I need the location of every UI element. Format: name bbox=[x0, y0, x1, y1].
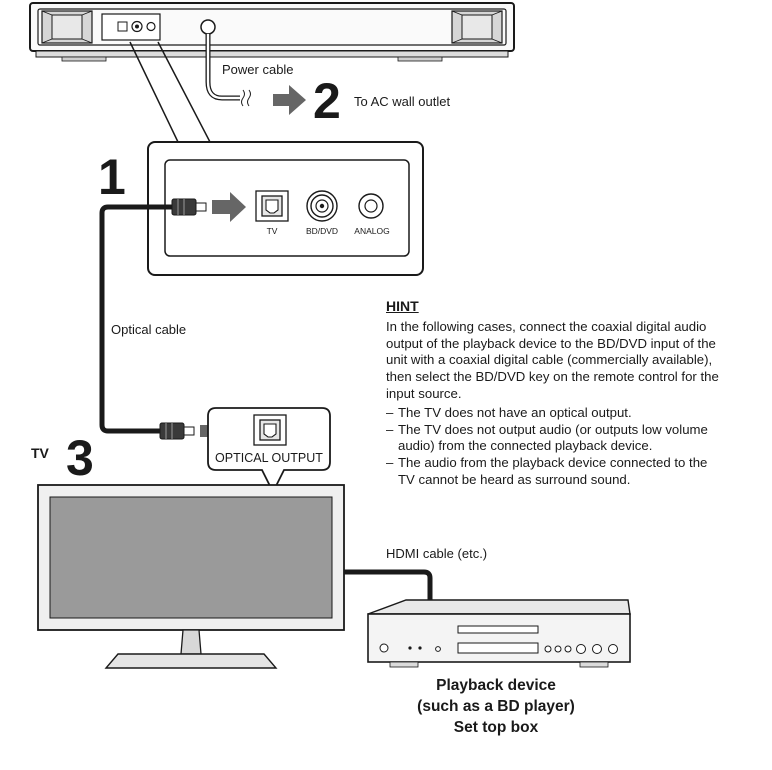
power-inlet bbox=[200, 19, 216, 35]
hint-section: HINT In the following cases, connect the… bbox=[386, 298, 726, 489]
ac-outlet-label: To AC wall outlet bbox=[354, 94, 451, 109]
playback-device bbox=[367, 599, 631, 668]
left-speaker-grille bbox=[41, 10, 93, 44]
rear-panel-closeup: TV BD/DVD ANALOG bbox=[147, 141, 424, 276]
jack-label-tv: TV bbox=[267, 226, 278, 236]
tv-optical-jack bbox=[255, 190, 289, 222]
tv-set bbox=[37, 484, 345, 669]
optical-output-callout: OPTICAL OUTPUT bbox=[207, 407, 331, 495]
caption-line-2: (such as a BD player) bbox=[417, 698, 575, 715]
jack-label-bd-dvd: BD/DVD bbox=[306, 226, 338, 236]
optical-output-label: OPTICAL OUTPUT bbox=[215, 451, 323, 465]
power-cable bbox=[205, 34, 251, 107]
rear-jack-panel-small bbox=[101, 13, 161, 41]
power-cable-label: Power cable bbox=[222, 62, 294, 77]
arrow-to-tv-jack bbox=[212, 192, 246, 222]
caption-line-1: Playback device bbox=[436, 677, 556, 694]
tv-label: TV bbox=[31, 445, 49, 461]
hint-list-item: The TV does not output audio (or outputs… bbox=[386, 422, 726, 456]
arrow-to-outlet bbox=[273, 85, 306, 115]
optical-cable bbox=[99, 198, 207, 440]
analog-jack bbox=[358, 193, 384, 219]
hint-body: In the following cases, connect the coax… bbox=[386, 318, 719, 401]
hint-list: The TV does not have an optical output. … bbox=[386, 405, 726, 489]
hint-title: HINT bbox=[386, 298, 419, 314]
hint-list-item: The audio from the playback device conne… bbox=[386, 455, 726, 489]
right-speaker-grille bbox=[451, 10, 503, 44]
caption-line-3: Set top box bbox=[453, 719, 539, 736]
playback-device-caption: Playback device (such as a BD player) Se… bbox=[370, 675, 622, 738]
bd-dvd-coaxial-jack bbox=[306, 190, 338, 222]
hdmi-cable bbox=[344, 569, 433, 604]
optical-cable-label: Optical cable bbox=[111, 322, 187, 337]
hint-list-item: The TV does not have an optical output. bbox=[386, 405, 726, 422]
step-3-number: 3 bbox=[66, 430, 94, 486]
step-2-number: 2 bbox=[313, 73, 341, 129]
sound-bar-unit bbox=[29, 2, 515, 62]
step-1-number: 1 bbox=[98, 149, 126, 205]
optical-plug-tv bbox=[159, 422, 195, 440]
hdmi-cable-label: HDMI cable (etc.) bbox=[386, 546, 488, 561]
optical-plug-unit bbox=[171, 198, 207, 216]
jack-label-analog: ANALOG bbox=[354, 226, 389, 236]
